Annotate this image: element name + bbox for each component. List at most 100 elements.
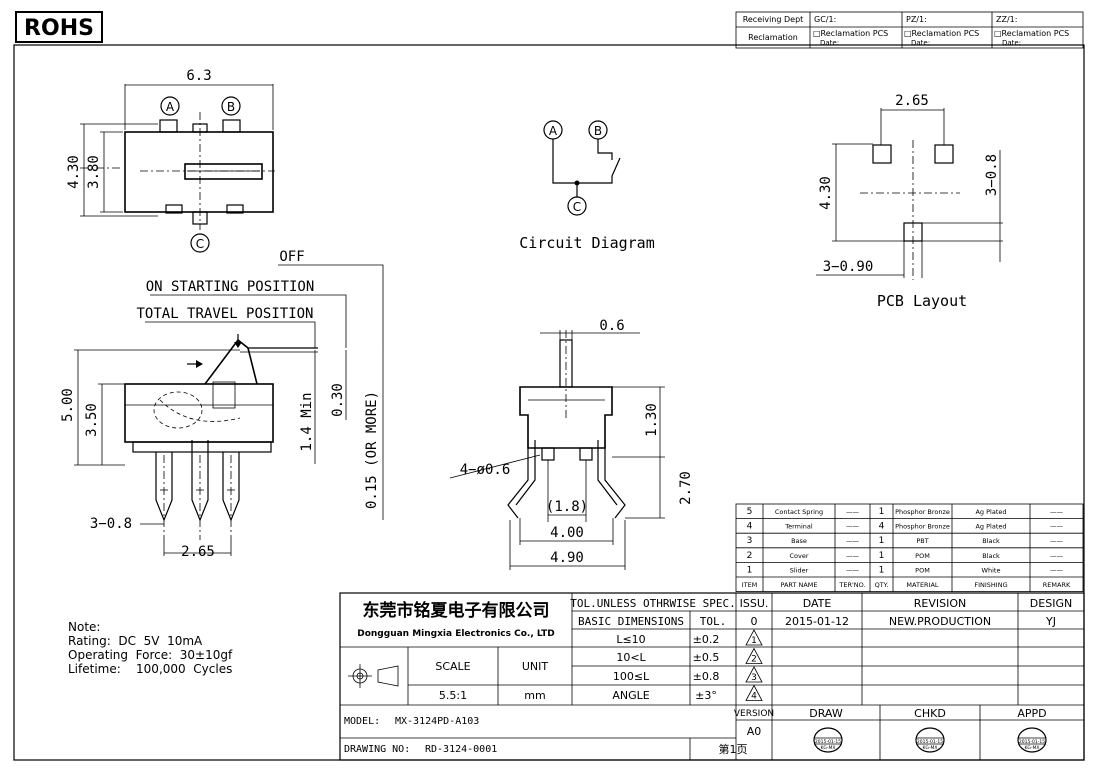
note-block: Note: Rating: DC 5V 10mA Operating Force… bbox=[68, 620, 232, 676]
bom-cell-qty: 1 bbox=[879, 507, 885, 517]
tol-value-2: ±0.5 bbox=[693, 651, 720, 664]
side-pitch-dim: 2.65 bbox=[181, 544, 215, 560]
reclamation-label: Reclamation bbox=[748, 33, 798, 42]
model-value: MX-3124PD-A103 bbox=[395, 716, 479, 727]
chkd-stamp: 2015-01-15 KG-MX bbox=[915, 727, 945, 753]
bom-cell-qty: 1 bbox=[879, 551, 885, 561]
tol-range-3: 100≤L bbox=[613, 670, 650, 683]
rev0-design: YJ bbox=[1045, 615, 1056, 628]
rev-mark-3: 3 bbox=[751, 673, 757, 683]
pz-label: PZ/1: bbox=[906, 15, 927, 24]
tol-value-1: ±0.2 bbox=[693, 633, 720, 646]
bom-cell-material: Phosphor Bronze bbox=[895, 508, 950, 516]
bom-cell-finishing: Black bbox=[982, 552, 1000, 560]
chkd-stamp-dept: KG-MX bbox=[922, 745, 937, 751]
bom-cell-remark: —— bbox=[1050, 508, 1064, 516]
title-block: 东莞市铭夏电子有限公司 Dongguan Mingxia Electronics… bbox=[339, 592, 1085, 761]
rev-triangle-1 bbox=[745, 629, 763, 646]
note-lifetime: Lifetime: 100,000 Cycles bbox=[68, 662, 233, 676]
date-gc: Date: bbox=[820, 39, 839, 47]
appd-label: APPD bbox=[1017, 707, 1046, 720]
top-pin-a: A bbox=[166, 100, 175, 114]
model-label: MODEL: bbox=[344, 716, 380, 727]
draw-stamp: 2015-01-15 KG-MX bbox=[813, 727, 843, 753]
body-width-dim: 4.00 bbox=[550, 525, 584, 541]
bom-cell-finishing: Black bbox=[982, 537, 1000, 545]
rev-triangle-2 bbox=[745, 647, 763, 664]
issu-header: ISSU. bbox=[740, 597, 769, 610]
tol-value-4: ±3° bbox=[695, 689, 717, 702]
projection-symbol bbox=[348, 664, 399, 688]
company-en: Dongguan Mingxia Electronics Co., LTD bbox=[357, 629, 554, 639]
bom-cell-ter: —— bbox=[846, 552, 860, 560]
pcb-layout: 2.65 4.30 3−0.8 3−0.90 PCB Layout bbox=[816, 93, 1003, 310]
top-view: 6.3 4.30 3.80 A B C bbox=[66, 68, 275, 253]
date-header: DATE bbox=[803, 597, 832, 610]
tol-range-1: L≤10 bbox=[616, 633, 645, 646]
bom-cell-qty: 1 bbox=[879, 536, 885, 546]
top-pin-c: C bbox=[196, 237, 204, 251]
pcb-height-dim: 4.30 bbox=[818, 176, 834, 210]
leg-height-dim: 2.70 bbox=[678, 471, 694, 505]
bom-cell-material: POM bbox=[915, 566, 930, 574]
gc-label: GC/1: bbox=[814, 15, 836, 24]
bom-cell-name: Contact Spring bbox=[775, 508, 823, 516]
bom-cell-qty: 1 bbox=[879, 565, 885, 575]
bom-cell-name: Cover bbox=[789, 552, 808, 560]
bom-cell-material: POM bbox=[915, 552, 930, 560]
pcb-hole-dim: 3−0.90 bbox=[823, 259, 874, 275]
bom-cell-item: 4 bbox=[747, 522, 753, 532]
version-label: VERSION bbox=[734, 709, 774, 719]
note-title: Note: bbox=[68, 620, 101, 634]
bom-cell-item: 2 bbox=[747, 551, 753, 561]
draw-stamp-date: 2015-01-15 bbox=[815, 739, 841, 745]
bom-header-material: MATERIAL bbox=[906, 581, 939, 589]
pcb-pad-dim: 3−0.8 bbox=[984, 154, 1000, 196]
actuator-height-dim: 1.30 bbox=[644, 403, 660, 437]
total-travel-label: TOTAL TRAVEL POSITION bbox=[136, 306, 313, 322]
rev-triangle-3 bbox=[745, 666, 763, 683]
bom-header-item: ITEM bbox=[742, 581, 758, 589]
reclamation-pcs-gc: □Reclamation PCS bbox=[813, 29, 888, 38]
off-travel-dim: 0.30 bbox=[330, 383, 346, 417]
appd-stamp-dept: KG-MX bbox=[1024, 745, 1039, 751]
page-number: 第1页 bbox=[719, 742, 748, 756]
top-height-inner-dim: 3.80 bbox=[86, 155, 102, 189]
bom-cell-ter: —— bbox=[846, 508, 860, 516]
tol-header: TOL.UNLESS OTHRWISE SPEC. bbox=[570, 597, 736, 610]
reclamation-pcs-zz: □Reclamation PCS bbox=[994, 29, 1069, 38]
front-view: 0.6 1.30 2.70 4−ø0.6 (1.8) 4.00 4.90 bbox=[449, 318, 694, 570]
scale-value: 5.5:1 bbox=[439, 689, 467, 702]
top-height-outer-dim: 4.30 bbox=[66, 155, 82, 189]
bom-cell-remark: —— bbox=[1050, 552, 1064, 560]
bom-header-ter: TER'NO. bbox=[838, 581, 865, 589]
on-start-label: ON STARTING POSITION bbox=[146, 279, 315, 295]
bom-cell-finishing: Ag Plated bbox=[975, 508, 1006, 516]
tol-label: TOL. bbox=[700, 615, 727, 628]
side-height-body-dim: 3.50 bbox=[84, 403, 100, 437]
reclamation-pcs-pz: □Reclamation PCS bbox=[904, 29, 979, 38]
overall-width-dim: 4.90 bbox=[550, 550, 584, 566]
unit-value: mm bbox=[524, 689, 545, 702]
rev-mark-2: 2 bbox=[751, 655, 757, 665]
chkd-stamp-date: 2015-01-15 bbox=[917, 739, 943, 745]
rev-mark-4: 4 bbox=[751, 692, 757, 702]
bom-header-finishing: FINISHING bbox=[974, 581, 1007, 589]
bom-cell-item: 1 bbox=[747, 565, 753, 575]
rohs-label: ROHS bbox=[24, 16, 94, 41]
appd-stamp: 2015-01-15 KG-MX bbox=[1017, 727, 1047, 753]
rev-triangle-4 bbox=[745, 684, 763, 701]
circuit-pin-b: B bbox=[594, 124, 602, 138]
circuit-pin-c: C bbox=[573, 200, 581, 214]
or-more-dim: 0.15 (OR MORE) bbox=[364, 391, 380, 509]
chkd-label: CHKD bbox=[914, 707, 946, 720]
pcb-layout-title: PCB Layout bbox=[877, 292, 967, 310]
rev0-date: 2015-01-12 bbox=[785, 615, 849, 628]
bom-cell-finishing: White bbox=[982, 566, 1001, 574]
holes-dim: 4−ø0.6 bbox=[460, 462, 511, 478]
off-label: OFF bbox=[279, 249, 304, 265]
circuit-pin-a: A bbox=[549, 124, 558, 138]
bom-cell-name: Slider bbox=[790, 566, 809, 574]
